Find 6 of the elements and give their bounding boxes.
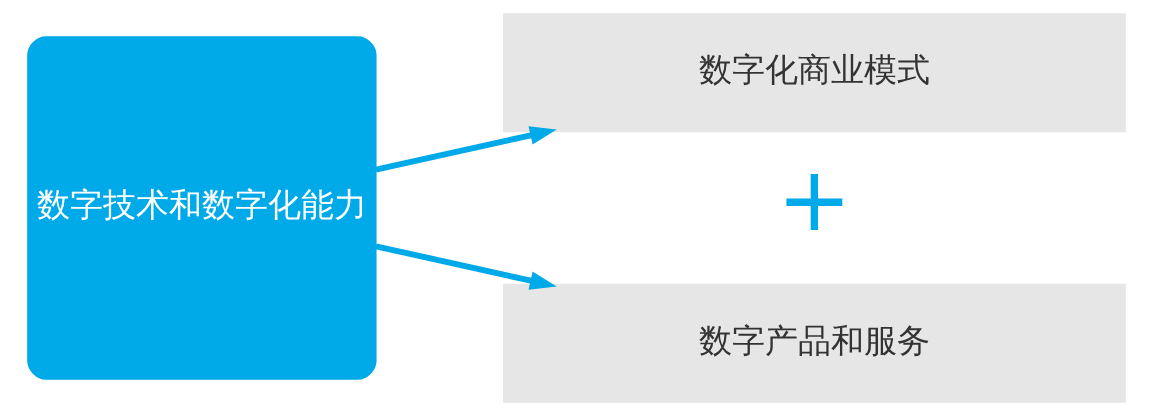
node-box: 数字产品和服务 xyxy=(502,283,1126,403)
node-box: 数字技术和数字化能力 xyxy=(26,36,377,380)
arrow xyxy=(374,243,557,290)
node-box: 数字化商业模式 xyxy=(502,13,1126,133)
label: + xyxy=(776,147,852,252)
arrow xyxy=(374,126,557,173)
